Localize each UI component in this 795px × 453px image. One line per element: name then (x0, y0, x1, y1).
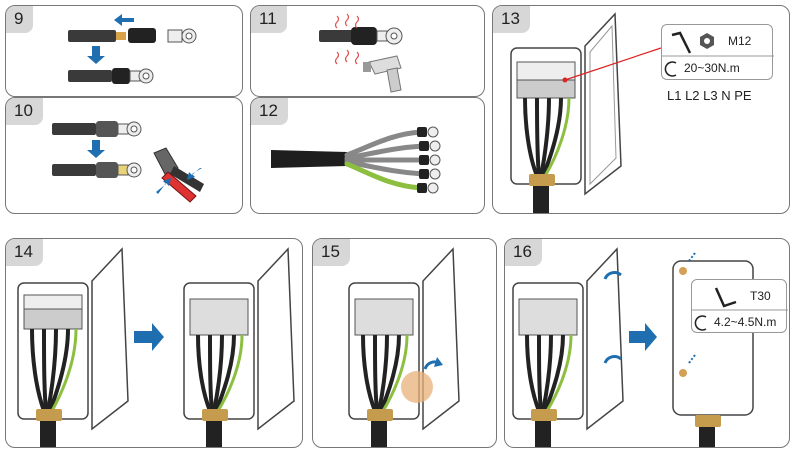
tighten-terminals-illustration (510, 12, 662, 213)
torque-label: 4.2~4.5N.m (714, 315, 777, 329)
step-number: 10 (6, 98, 43, 125)
hex-key-icon (662, 31, 774, 77)
torx-key-icon (692, 287, 788, 331)
step-16-panel: 16 T30 4.2~4.5N.m (504, 238, 790, 448)
step-number: 12 (251, 98, 288, 125)
torque-label: 20~30N.m (684, 61, 740, 75)
step-number: 11 (251, 6, 287, 33)
step-12-panel: 12 (250, 97, 485, 214)
step-13-panel: 13 M12 20~30N.m L1 L2 L3 N PE (492, 5, 790, 214)
step-number: 14 (6, 239, 43, 266)
step-11-panel: 11 (250, 5, 485, 97)
step-number: 16 (505, 239, 542, 266)
step-number: 13 (493, 6, 530, 33)
crimp-lug-illustration (52, 121, 204, 203)
terminal-labels: L1 L2 L3 N PE (667, 88, 752, 103)
step-10-panel: 10 (5, 97, 243, 214)
heat-shrink-illustration (319, 13, 403, 93)
strip-wire-illustration (68, 14, 197, 84)
bolt-size-label: M12 (728, 34, 752, 48)
close-door-illustration (512, 247, 754, 447)
torque-spec-callout: M12 20~30N.m (661, 24, 774, 80)
step-15-panel: 15 (312, 238, 497, 448)
install-cover-illustration (17, 247, 295, 447)
step-9-panel: 9 (5, 5, 243, 97)
tighten-gland-illustration (348, 247, 460, 447)
screw-type-label: T30 (750, 289, 771, 303)
step-14-panel: 14 (5, 238, 303, 448)
screw-spec-callout: T30 4.2~4.5N.m (691, 279, 788, 333)
prepared-cable-illustration (271, 126, 441, 194)
step-number: 15 (313, 239, 350, 266)
step-number: 9 (6, 6, 34, 33)
